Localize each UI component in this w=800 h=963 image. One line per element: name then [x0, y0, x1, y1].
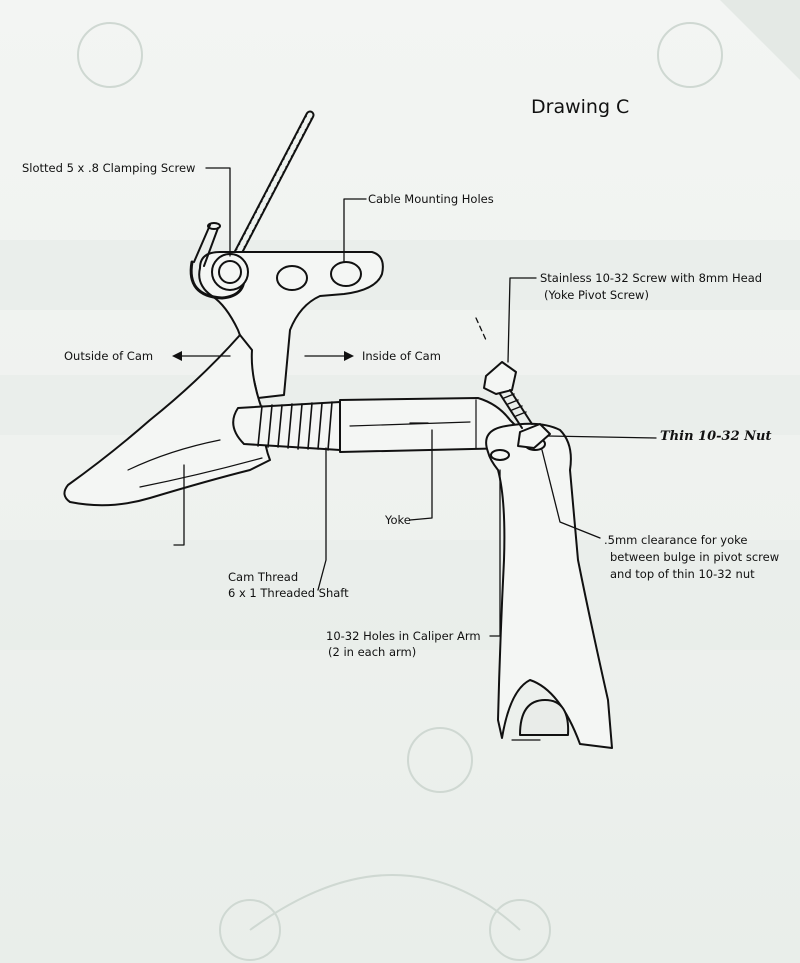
threaded-shaft — [232, 401, 341, 451]
label-cable-mounting-holes: Cable Mounting Holes — [368, 192, 494, 206]
cable-hole-1 — [276, 265, 308, 291]
label-clearance-line1: .5mm clearance for yoke — [604, 533, 748, 547]
brake-cable — [221, 110, 315, 281]
label-clearance-line2: between bulge in pivot screw — [610, 550, 780, 564]
drawing-title: Drawing C — [531, 96, 630, 118]
label-outside-of-cam: Outside of Cam — [64, 349, 154, 363]
label-threaded-shaft: 6 x 1 Threaded Shaft — [228, 586, 349, 600]
label-pivot-screw-note: (Yoke Pivot Screw) — [544, 288, 649, 302]
label-thin-nut: Thin 10-32 Nut — [660, 429, 772, 444]
arrow-heads — [172, 351, 354, 361]
label-cam-thread: Cam Thread — [228, 570, 299, 584]
caliper-bushing — [519, 699, 570, 736]
leader-lines — [173, 167, 657, 637]
cam-plate — [198, 251, 384, 399]
label-inside-of-cam: Inside of Cam — [362, 349, 441, 363]
cable-hole-2 — [330, 261, 362, 287]
thin-nut — [517, 423, 551, 449]
caliper-arm — [485, 422, 613, 749]
label-caliper-holes-count: (2 in each arm) — [328, 645, 417, 659]
label-clamping-screw: Slotted 5 x .8 Clamping Screw — [22, 161, 196, 175]
yoke-pivot-screw — [483, 361, 533, 429]
label-caliper-holes: 10-32 Holes in Caliper Arm — [326, 629, 481, 643]
caliper-hole-upper — [490, 449, 510, 461]
label-clearance-line3: and top of thin 10-32 nut — [610, 567, 755, 581]
label-pivot-screw: Stainless 10-32 Screw with 8mm Head — [540, 271, 763, 285]
label-yoke: Yoke — [385, 513, 411, 527]
clamping-screw-pin — [193, 224, 219, 267]
